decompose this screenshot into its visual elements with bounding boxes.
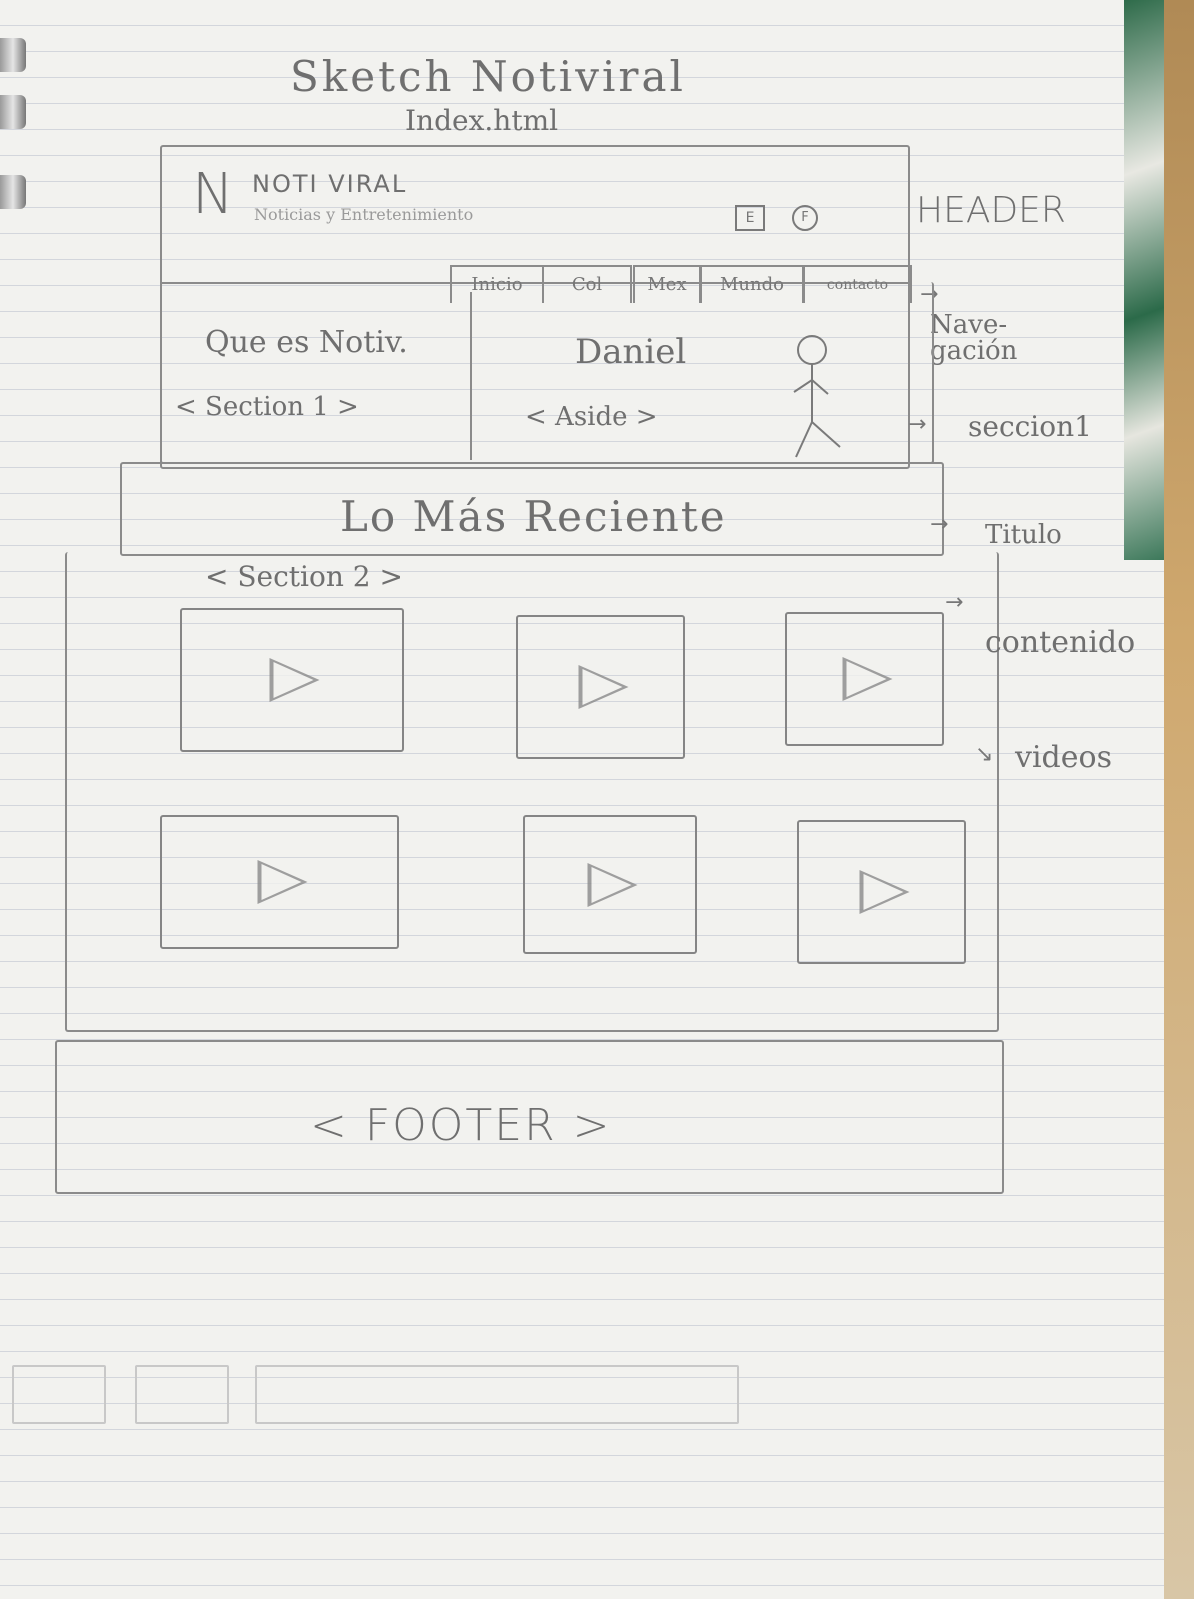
video-thumbnail[interactable] [797, 820, 966, 964]
section1-tag: < Section 1 > [175, 392, 359, 422]
annotation-videos: videos [1015, 740, 1112, 775]
sketch-title: Sketch Notiviral [290, 52, 686, 101]
brand-tagline: Noticias y Entretenimiento [254, 205, 474, 224]
video-thumbnail[interactable] [160, 815, 399, 949]
play-icon[interactable] [842, 657, 892, 701]
play-icon[interactable] [269, 658, 320, 702]
play-icon[interactable] [859, 870, 909, 914]
play-icon[interactable] [587, 862, 638, 907]
header-divider [160, 282, 908, 284]
video-thumbnail[interactable] [516, 615, 685, 759]
video-thumbnail[interactable] [180, 608, 404, 752]
play-icon[interactable] [257, 860, 307, 904]
arrow-icon: → [930, 512, 949, 537]
sketch-subtitle: Index.html [405, 104, 559, 137]
nav-tab-col[interactable]: Col [542, 265, 632, 303]
video-thumbnail[interactable] [785, 612, 944, 746]
spiral-ring [0, 175, 26, 209]
arrow-icon: → [908, 412, 927, 437]
footer-text: < FOOTER > [310, 1100, 612, 1151]
social-icon-circle[interactable]: F [792, 205, 818, 231]
section1-aside-divider [470, 292, 472, 460]
blank-box [255, 1365, 739, 1424]
arrow-icon: ↘ [975, 742, 994, 767]
social-icon-box[interactable]: E [735, 205, 765, 231]
footer-frame [55, 1040, 1004, 1194]
annotation-seccion1: seccion1 [968, 410, 1092, 443]
video-thumbnail[interactable] [523, 815, 697, 954]
person-icon [793, 335, 841, 458]
section2-tag: < Section 2 > [205, 560, 403, 593]
spiral-ring [0, 38, 26, 72]
section1-title: Que es Notiv. [205, 325, 408, 360]
spiral-ring [0, 95, 26, 129]
section2-frame [65, 552, 999, 1032]
annotation-navegacion: Nave-gación [930, 310, 1018, 366]
titulo-frame [120, 462, 944, 556]
nav-tab-contacto[interactable]: contacto [803, 265, 912, 303]
blank-box [12, 1365, 106, 1424]
titulo-text: Lo Más Reciente [340, 492, 727, 541]
brand-name: NOTI VIRAL [252, 170, 408, 198]
blank-box [135, 1365, 229, 1424]
aside-tag: < Aside > [525, 402, 658, 432]
arrow-icon: → [945, 590, 964, 615]
annotation-header: HEADER [916, 190, 1066, 231]
play-icon[interactable] [578, 665, 628, 709]
annotation-titulo: Titulo [985, 520, 1062, 550]
logo-letter: N [192, 162, 234, 227]
background-table [1164, 0, 1194, 1599]
annotation-contenido: contenido [985, 625, 1136, 660]
aside-title: Daniel [575, 332, 687, 372]
